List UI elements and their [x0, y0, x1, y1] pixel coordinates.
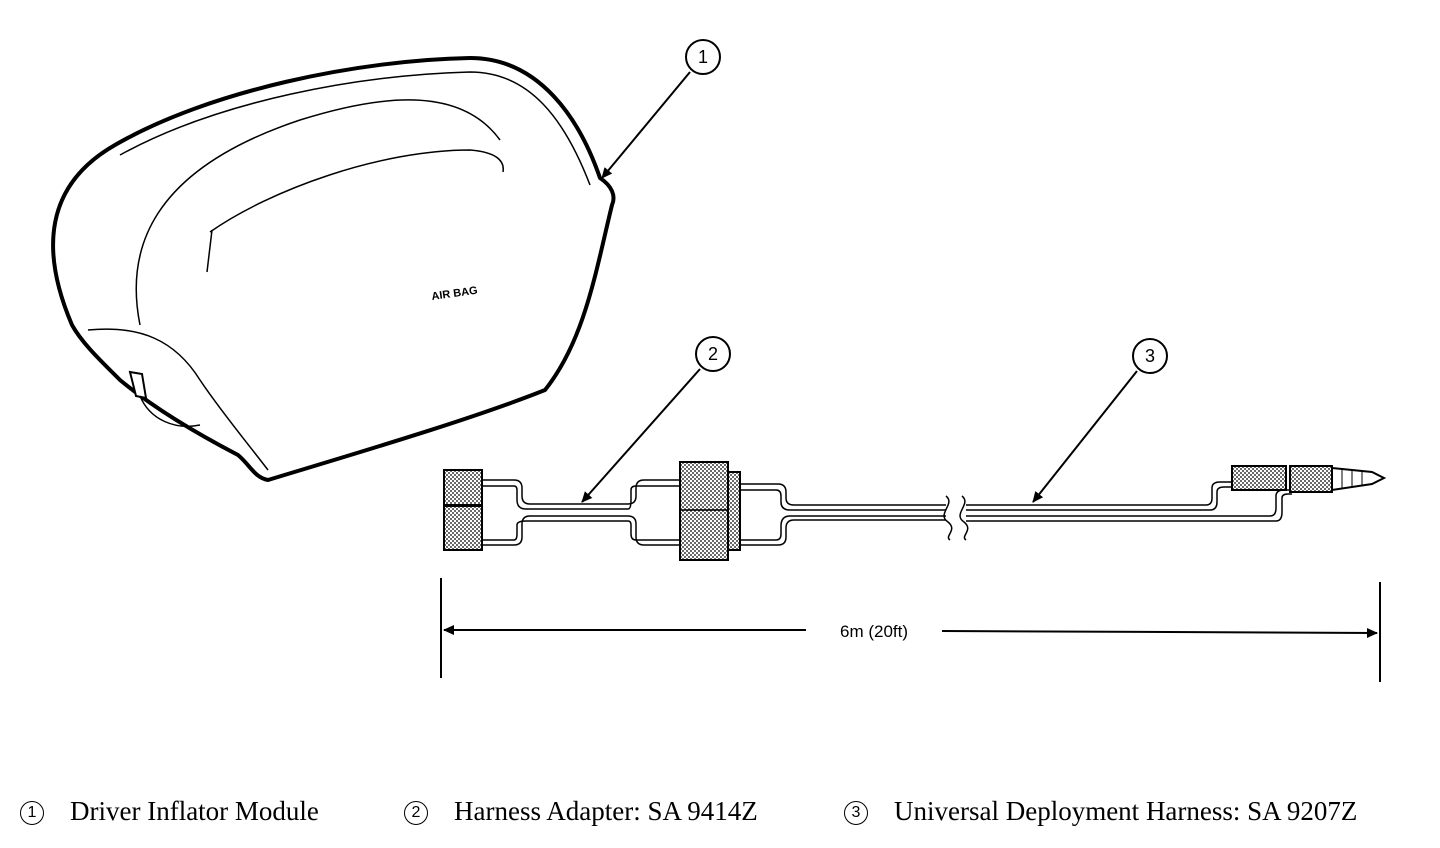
callout-2: 2: [581, 336, 731, 503]
module-outline: [51, 56, 616, 482]
legend-number-1: 1: [20, 801, 44, 825]
legend-label-1: Driver Inflator Module: [70, 796, 319, 826]
legend-label-2: Harness Adapter: SA 9414Z: [454, 796, 758, 826]
legend: 1 Driver Inflator Module 2 Harness Adapter…: [0, 796, 1440, 836]
callout-2-leader-arrow: [581, 368, 701, 503]
callout-1: 1: [601, 39, 721, 179]
driver-inflator-module-illustration: AIR BAG: [51, 56, 616, 482]
length-dimension: 6m (20ft): [440, 578, 1381, 682]
legend-number-2: 2: [404, 801, 428, 825]
callout-1-number: 1: [698, 47, 708, 67]
callout-3-number: 3: [1145, 346, 1155, 366]
harness-adapter-illustration: [443, 461, 741, 561]
legend-label-3: Universal Deployment Harness: SA 9207Z: [894, 796, 1358, 826]
callout-3: 3: [1032, 338, 1168, 503]
dimension-label: 6m (20ft): [840, 622, 908, 641]
callout-3-leader-arrow: [1032, 370, 1138, 503]
legend-item-universal-deployment-harness: 3 Universal Deployment Harness: SA 9207Z: [844, 796, 1357, 827]
legend-item-driver-inflator-module: 1 Driver Inflator Module: [20, 796, 319, 827]
callout-1-leader-arrow: [601, 71, 691, 179]
callout-2-number: 2: [708, 344, 718, 364]
deployment-harness-illustration: [740, 465, 1387, 546]
legend-item-harness-adapter: 2 Harness Adapter: SA 9414Z: [404, 796, 758, 827]
dimension-arrow-right: [941, 627, 1378, 638]
legend-number-3: 3: [844, 801, 868, 825]
